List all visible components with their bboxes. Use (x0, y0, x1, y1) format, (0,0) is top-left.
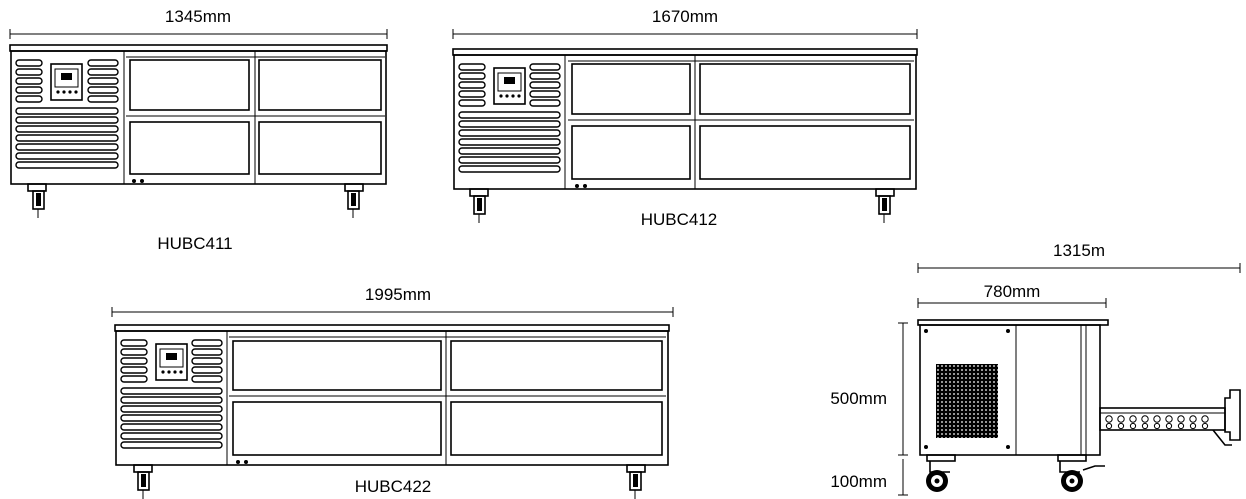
castor-height-label: 100mm (830, 472, 887, 491)
unit-hubc422: 1995mm (111, 285, 674, 499)
unit-hubc412: 1670mm (452, 7, 918, 229)
worktop (114, 324, 670, 332)
vent-grille (458, 63, 561, 173)
drawer-fronts (126, 56, 385, 175)
cabinet-body (453, 54, 917, 190)
extended-drawer-runner (1099, 389, 1241, 446)
controller-panel-icon (155, 343, 188, 381)
controller-panel-icon (493, 67, 526, 105)
width-label: 1670mm (652, 7, 718, 26)
worktop (9, 44, 388, 52)
width-label: 1995mm (365, 285, 431, 304)
side-view: 1315m 780mm 500mm 100mm (830, 241, 1241, 496)
controller-panel-icon (50, 63, 83, 101)
castor-right-icon (344, 183, 364, 218)
model-label: HUBC412 (641, 210, 718, 229)
depth-label: 780mm (984, 282, 1041, 301)
side-castor-left-icon (926, 454, 956, 492)
side-body (919, 324, 1101, 456)
unit-hubc411: 1345mm (9, 7, 388, 253)
castor-right-icon (626, 464, 646, 499)
cabinet-body (115, 330, 669, 466)
height-label: 500mm (830, 389, 887, 408)
cabinet-body (10, 50, 387, 185)
vent-grille (120, 339, 223, 449)
castor-left-icon (469, 188, 489, 223)
worktop (452, 48, 918, 56)
drawer-fronts (568, 60, 914, 180)
overall-width-label: 1315m (1053, 241, 1105, 260)
model-label: HUBC411 (157, 234, 232, 253)
vent-grille (15, 59, 119, 169)
width-label: 1345mm (165, 7, 231, 26)
model-label: HUBC422 (355, 477, 432, 496)
side-castor-right-icon (1057, 454, 1105, 492)
drawer-fronts (229, 336, 666, 456)
castor-right-icon (875, 188, 895, 223)
side-vent-mesh (936, 364, 998, 438)
castor-left-icon (27, 183, 47, 218)
castor-left-icon (133, 464, 153, 499)
